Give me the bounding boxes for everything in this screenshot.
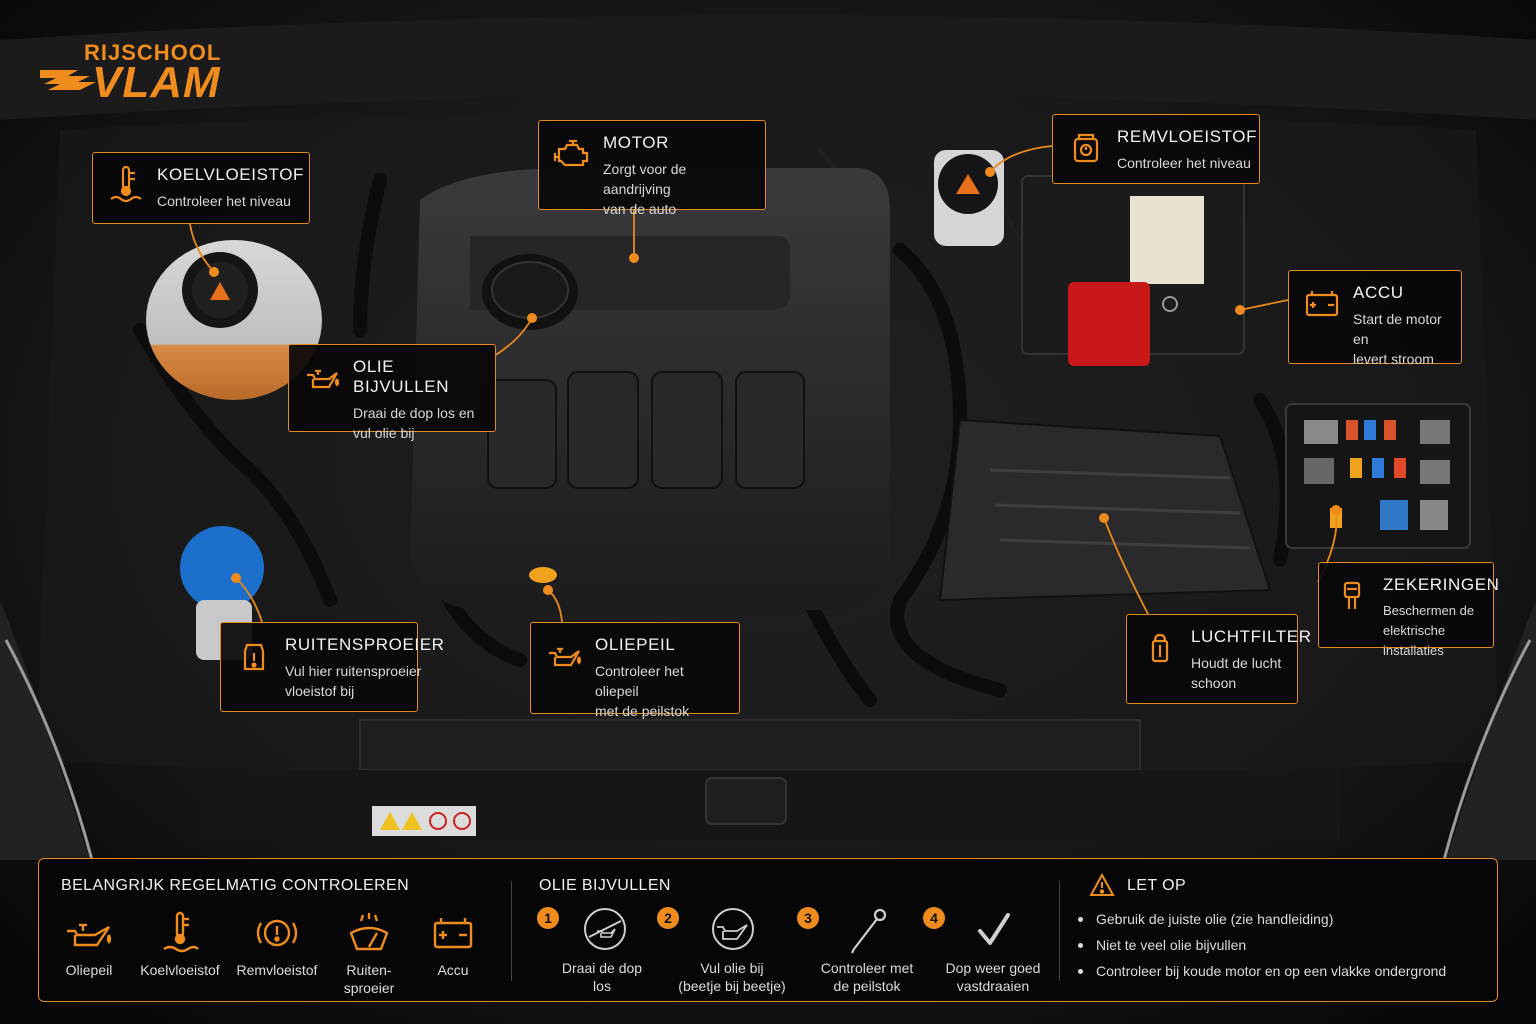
- check-item-label: Remvloeistof: [236, 962, 318, 978]
- oil-step-1: 1 Draai de dop los: [537, 907, 667, 995]
- callout-desc: Start de motor en levert stroom: [1353, 311, 1442, 367]
- brand-line1: RIJSCHOOL: [84, 40, 222, 65]
- warning-triangle-icon: [1089, 873, 1115, 896]
- callout-title: KOELVLOEISTOF: [157, 165, 304, 184]
- step-number: 4: [923, 907, 945, 929]
- callout-accu[interactable]: ACCU Start de motor en levert stroom: [1288, 270, 1462, 367]
- callout-remvloeistof[interactable]: REMVLOEISTOF Controleer het niveau: [1052, 114, 1260, 184]
- step-number: 3: [797, 907, 819, 929]
- callout-title: ACCU: [1353, 283, 1404, 302]
- step-label: Draai de dop los: [561, 960, 643, 994]
- check-item-label: Oliepeil: [65, 962, 113, 978]
- callout-oliepeil[interactable]: OLIEPEIL Controleer het oliepeil met de …: [530, 622, 740, 719]
- oil-fill-icon: [712, 908, 754, 950]
- oil-section-title: OLIE BIJVULLEN: [539, 877, 671, 894]
- brake-fluid-icon: [1067, 127, 1105, 167]
- callout-title: LUCHTFILTER: [1191, 627, 1312, 646]
- fuse-icon: [1333, 575, 1371, 615]
- callout-motor[interactable]: MOTOR Zorgt voor de aandrijving van de a…: [538, 120, 766, 217]
- step-label: Controleer met de peilstok: [820, 960, 914, 994]
- oil-step-4: 4 Dop weer goed vastdraaien: [923, 907, 1063, 995]
- oil-can-icon: [545, 635, 583, 675]
- callout-desc: Controleer het oliepeil met de peilstok: [595, 663, 690, 719]
- battery-icon: [433, 918, 473, 949]
- washer-fluid-icon: [235, 635, 273, 675]
- warning-list: Gebruik de juiste olie (zie handleiding)…: [1072, 906, 1446, 984]
- check-section-title: BELANGRIJK REGELMATIG CONTROLEREN: [61, 877, 410, 894]
- check-item-remvloeistof: Remvloeistof: [229, 911, 325, 979]
- callout-luchtfilter[interactable]: LUCHTFILTER Houdt de lucht schoon: [1126, 614, 1311, 704]
- callout-desc: Controleer het niveau: [1117, 155, 1251, 171]
- check-item-oliepeil: Oliepeil: [41, 911, 137, 979]
- coolant-thermometer-icon: [163, 911, 199, 953]
- air-filter-icon: [1141, 627, 1179, 667]
- callout-desc: Beschermen de elektrische installaties: [1383, 603, 1475, 658]
- callout-ruitensproeier[interactable]: RUITENSPROEIER Vul hier ruitensproeier v…: [220, 622, 444, 712]
- step-number: 2: [657, 907, 679, 929]
- warning-item: Controleer bij koude motor en op een vla…: [1072, 958, 1446, 984]
- check-item-label: Ruiten- sproeier: [343, 962, 395, 996]
- step-label: Dop weer goed vastdraaien: [945, 960, 1041, 994]
- callout-title: MOTOR: [603, 133, 669, 152]
- oil-step-2: 2 Vul olie bij (beetje bij beetje): [657, 907, 807, 995]
- callout-desc: Draai de dop los en vul olie bij: [353, 405, 475, 441]
- warning-item: Niet te veel olie bijvullen: [1072, 932, 1446, 958]
- brake-warning-icon: [256, 919, 298, 947]
- oil-step-3: 3 Controleer met de peilstok: [797, 907, 937, 995]
- checkmark-icon: [978, 913, 1010, 945]
- callout-olie-bijvullen[interactable]: OLIE BIJVULLEN Draai de dop los en vul o…: [288, 344, 496, 441]
- callout-desc: Controleer het niveau: [157, 193, 291, 209]
- callout-title: ZEKERINGEN: [1383, 575, 1500, 594]
- warning-section-title: LET OP: [1127, 877, 1187, 894]
- cap-open-icon: [584, 908, 626, 950]
- callout-title: RUITENSPROEIER: [285, 635, 445, 654]
- callout-desc: Zorgt voor de aandrijving van de auto: [603, 161, 687, 217]
- brand-logo: RIJSCHOOL VLAM: [38, 36, 228, 107]
- callout-title: OLIE BIJVULLEN: [353, 357, 450, 396]
- callout-title: OLIEPEIL: [595, 635, 676, 654]
- check-item-accu: Accu: [405, 911, 501, 979]
- callout-zekeringen[interactable]: ZEKERINGEN Beschermen de elektrische ins…: [1318, 562, 1499, 658]
- warning-item: Gebruik de juiste olie (zie handleiding): [1072, 906, 1446, 932]
- step-number: 1: [537, 907, 559, 929]
- brand-line2: VLAM: [92, 58, 221, 107]
- panel-divider: [511, 881, 512, 981]
- check-item-ruitensproeier: Ruiten- sproeier: [321, 911, 417, 997]
- dipstick-icon: [851, 908, 887, 954]
- callout-desc: Houdt de lucht schoon: [1191, 655, 1282, 691]
- engine-icon: [553, 133, 591, 173]
- callout-koelvloeistof[interactable]: KOELVLOEISTOF Controleer het niveau: [92, 152, 310, 224]
- step-label: Vul olie bij (beetje bij beetje): [678, 960, 786, 994]
- battery-icon: [1303, 283, 1341, 323]
- check-item-label: Koelvloeistof: [140, 962, 220, 978]
- windshield-washer-icon: [349, 913, 389, 951]
- check-item-label: Accu: [437, 962, 469, 978]
- oil-can-icon: [303, 357, 341, 397]
- info-panel: BELANGRIJK REGELMATIG CONTROLEREN Oliepe…: [38, 858, 1498, 1002]
- callout-desc: Vul hier ruitensproeier vloeistof bij: [285, 663, 422, 699]
- callout-title: REMVLOEISTOF: [1117, 127, 1258, 146]
- coolant-thermometer-icon: [107, 165, 145, 205]
- check-item-koelvloeistof: Koelvloeistof: [132, 911, 228, 979]
- flame-logo-icon: [40, 70, 96, 90]
- oil-can-icon: [67, 923, 112, 947]
- panel-divider: [1059, 881, 1060, 981]
